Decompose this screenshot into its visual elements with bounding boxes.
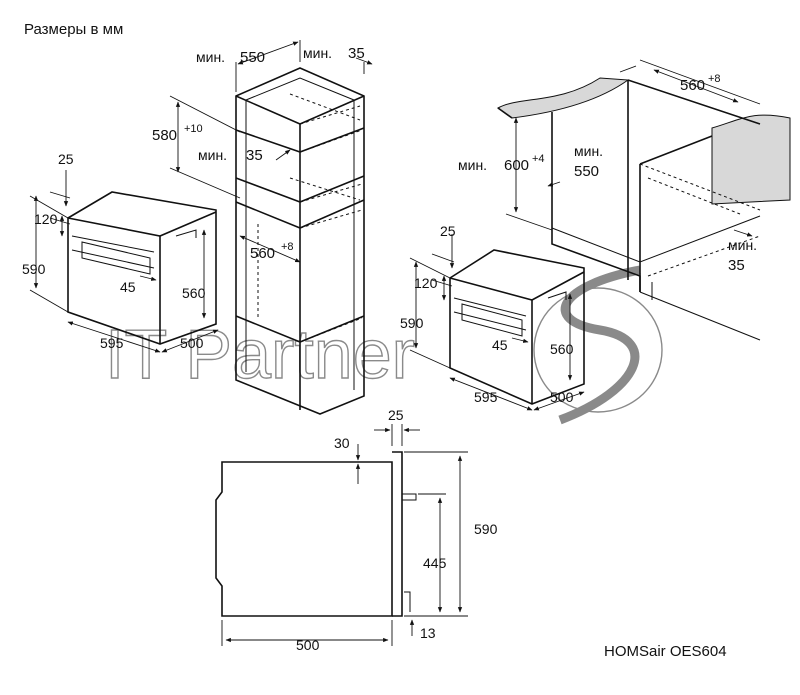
tall-height: 580 (152, 127, 177, 144)
page-title: Размеры в мм (24, 21, 123, 38)
oven-left-dimensions: 25 120 590 45 560 595 500 (22, 151, 206, 351)
oven-right-d45: 45 (492, 337, 508, 353)
uc-height-min: 600 (504, 157, 529, 174)
tall-min-label-1: мин. (196, 49, 225, 65)
uc-min-label-2: мин. (574, 143, 603, 159)
side-view-dimensions: 25 30 590 445 500 13 (296, 407, 498, 653)
oven-right-d25: 25 (440, 223, 456, 239)
watermark-logo (533, 265, 663, 425)
tall-cabinet (169, 40, 373, 415)
side-d445: 445 (423, 555, 447, 571)
oven-left-d595: 595 (100, 335, 124, 351)
tall-gap-min: 35 (348, 45, 365, 62)
tall-opening-tol: +8 (281, 241, 294, 253)
under-counter-dimensions: 560 +8 мин. 600 +4 мин. 550 мин. 35 (458, 73, 757, 274)
tall-min-label-2: мин. (303, 45, 332, 61)
oven-right-d500: 500 (550, 389, 574, 405)
oven-side-view (215, 424, 468, 646)
oven-left-d120: 120 (34, 211, 58, 227)
tall-inner-gap: 35 (246, 147, 263, 164)
oven-right-d120: 120 (414, 275, 438, 291)
oven-right-d590: 590 (400, 315, 424, 331)
oven-left-d590: 590 (22, 261, 46, 277)
tall-cabinet-dimensions: мин. 550 мин. 35 580 +10 мин. 35 560 +8 (152, 45, 365, 262)
oven-right-d595: 595 (474, 389, 498, 405)
side-d30: 30 (334, 435, 350, 451)
uc-width-tol: +8 (708, 73, 721, 85)
uc-width: 560 (680, 77, 705, 94)
oven-right-d560: 560 (550, 341, 574, 357)
tall-opening-width: 560 (250, 245, 275, 262)
oven-right (409, 234, 585, 411)
oven-left-d45: 45 (120, 279, 136, 295)
under-counter-cabinet (497, 59, 791, 341)
side-d25: 25 (388, 407, 404, 423)
uc-height-tol: +4 (532, 153, 545, 165)
watermark-text: IT Partner (105, 315, 415, 393)
tall-height-tol: +10 (184, 123, 203, 135)
side-d590: 590 (474, 521, 498, 537)
oven-left-d560: 560 (182, 285, 206, 301)
oven-left-d25: 25 (58, 151, 74, 167)
uc-gap-min: 35 (728, 257, 745, 274)
tall-width-min: 550 (240, 49, 265, 66)
uc-depth-min: 550 (574, 163, 599, 180)
tall-min-label-3: мин. (198, 147, 227, 163)
oven-left-d500: 500 (180, 335, 204, 351)
model-name: HOMSair OES604 (604, 643, 727, 660)
oven-right-dimensions: 25 120 590 45 560 595 500 (400, 223, 574, 405)
side-d500: 500 (296, 637, 320, 653)
uc-min-label-1: мин. (458, 157, 487, 173)
uc-min-label-3: мин. (728, 237, 757, 253)
oven-left (29, 170, 219, 353)
side-d13: 13 (420, 625, 436, 641)
